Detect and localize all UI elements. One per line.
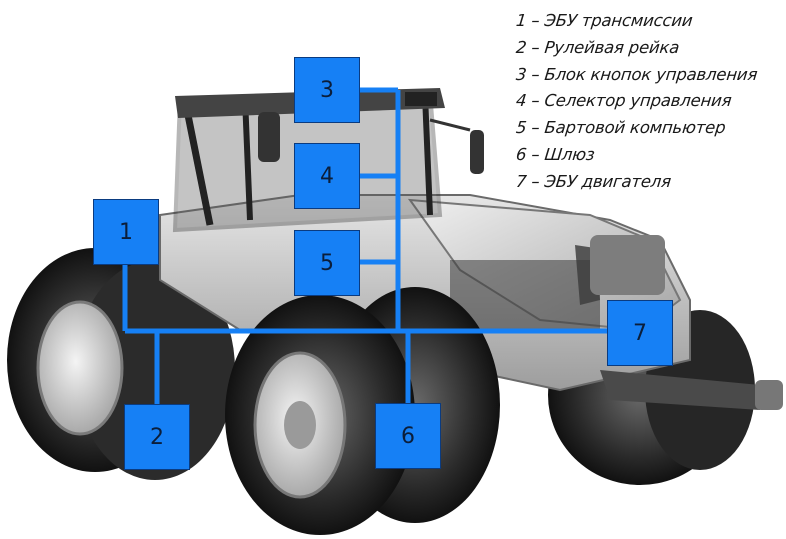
node-3-button-block: 3 [294,57,360,123]
node-5-onboard-computer: 5 [294,230,360,296]
rear-right-wheel [225,287,500,535]
node-1-transmission-ecu: 1 [93,199,159,265]
legend-item-5: 5 – Бартовой компьютер [515,118,727,138]
node-1-label: 1 [119,219,133,245]
legend-item-3: 3 – Блок кнопок управления [515,64,759,84]
node-7-engine-ecu: 7 [607,300,673,366]
node-2-label: 2 [150,424,164,450]
node-5-label: 5 [320,250,334,276]
node-4-label: 4 [320,163,334,189]
legend-item-4: 4 – Селектор управления [515,91,733,111]
legend-item-7: 7 – ЭБУ двигателя [515,171,672,191]
legend-item-1: 1 – ЭБУ трансмиссии [515,11,694,30]
node-6-gateway: 6 [375,403,441,469]
network-bus [122,87,607,404]
node-6-label: 6 [401,423,415,449]
node-4-control-selector: 4 [294,143,360,209]
node-3-label: 3 [320,77,334,103]
node-2-steering-rack: 2 [124,404,190,470]
legend: 1 – ЭБУ трансмиссии 2 – Рулейвая рейка 3… [515,8,778,196]
legend-item-2: 2 – Рулейвая рейка [515,37,681,57]
legend-item-6: 6 – Шлюз [515,144,596,164]
node-7-label: 7 [633,320,647,346]
